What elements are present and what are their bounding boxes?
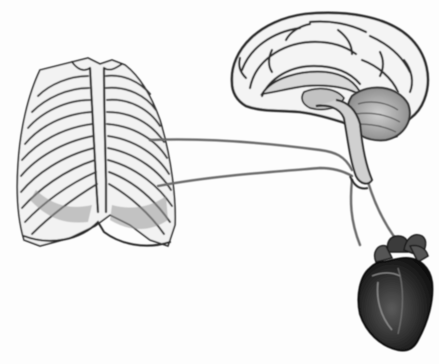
rib-cage	[17, 58, 175, 246]
heart	[358, 235, 432, 351]
